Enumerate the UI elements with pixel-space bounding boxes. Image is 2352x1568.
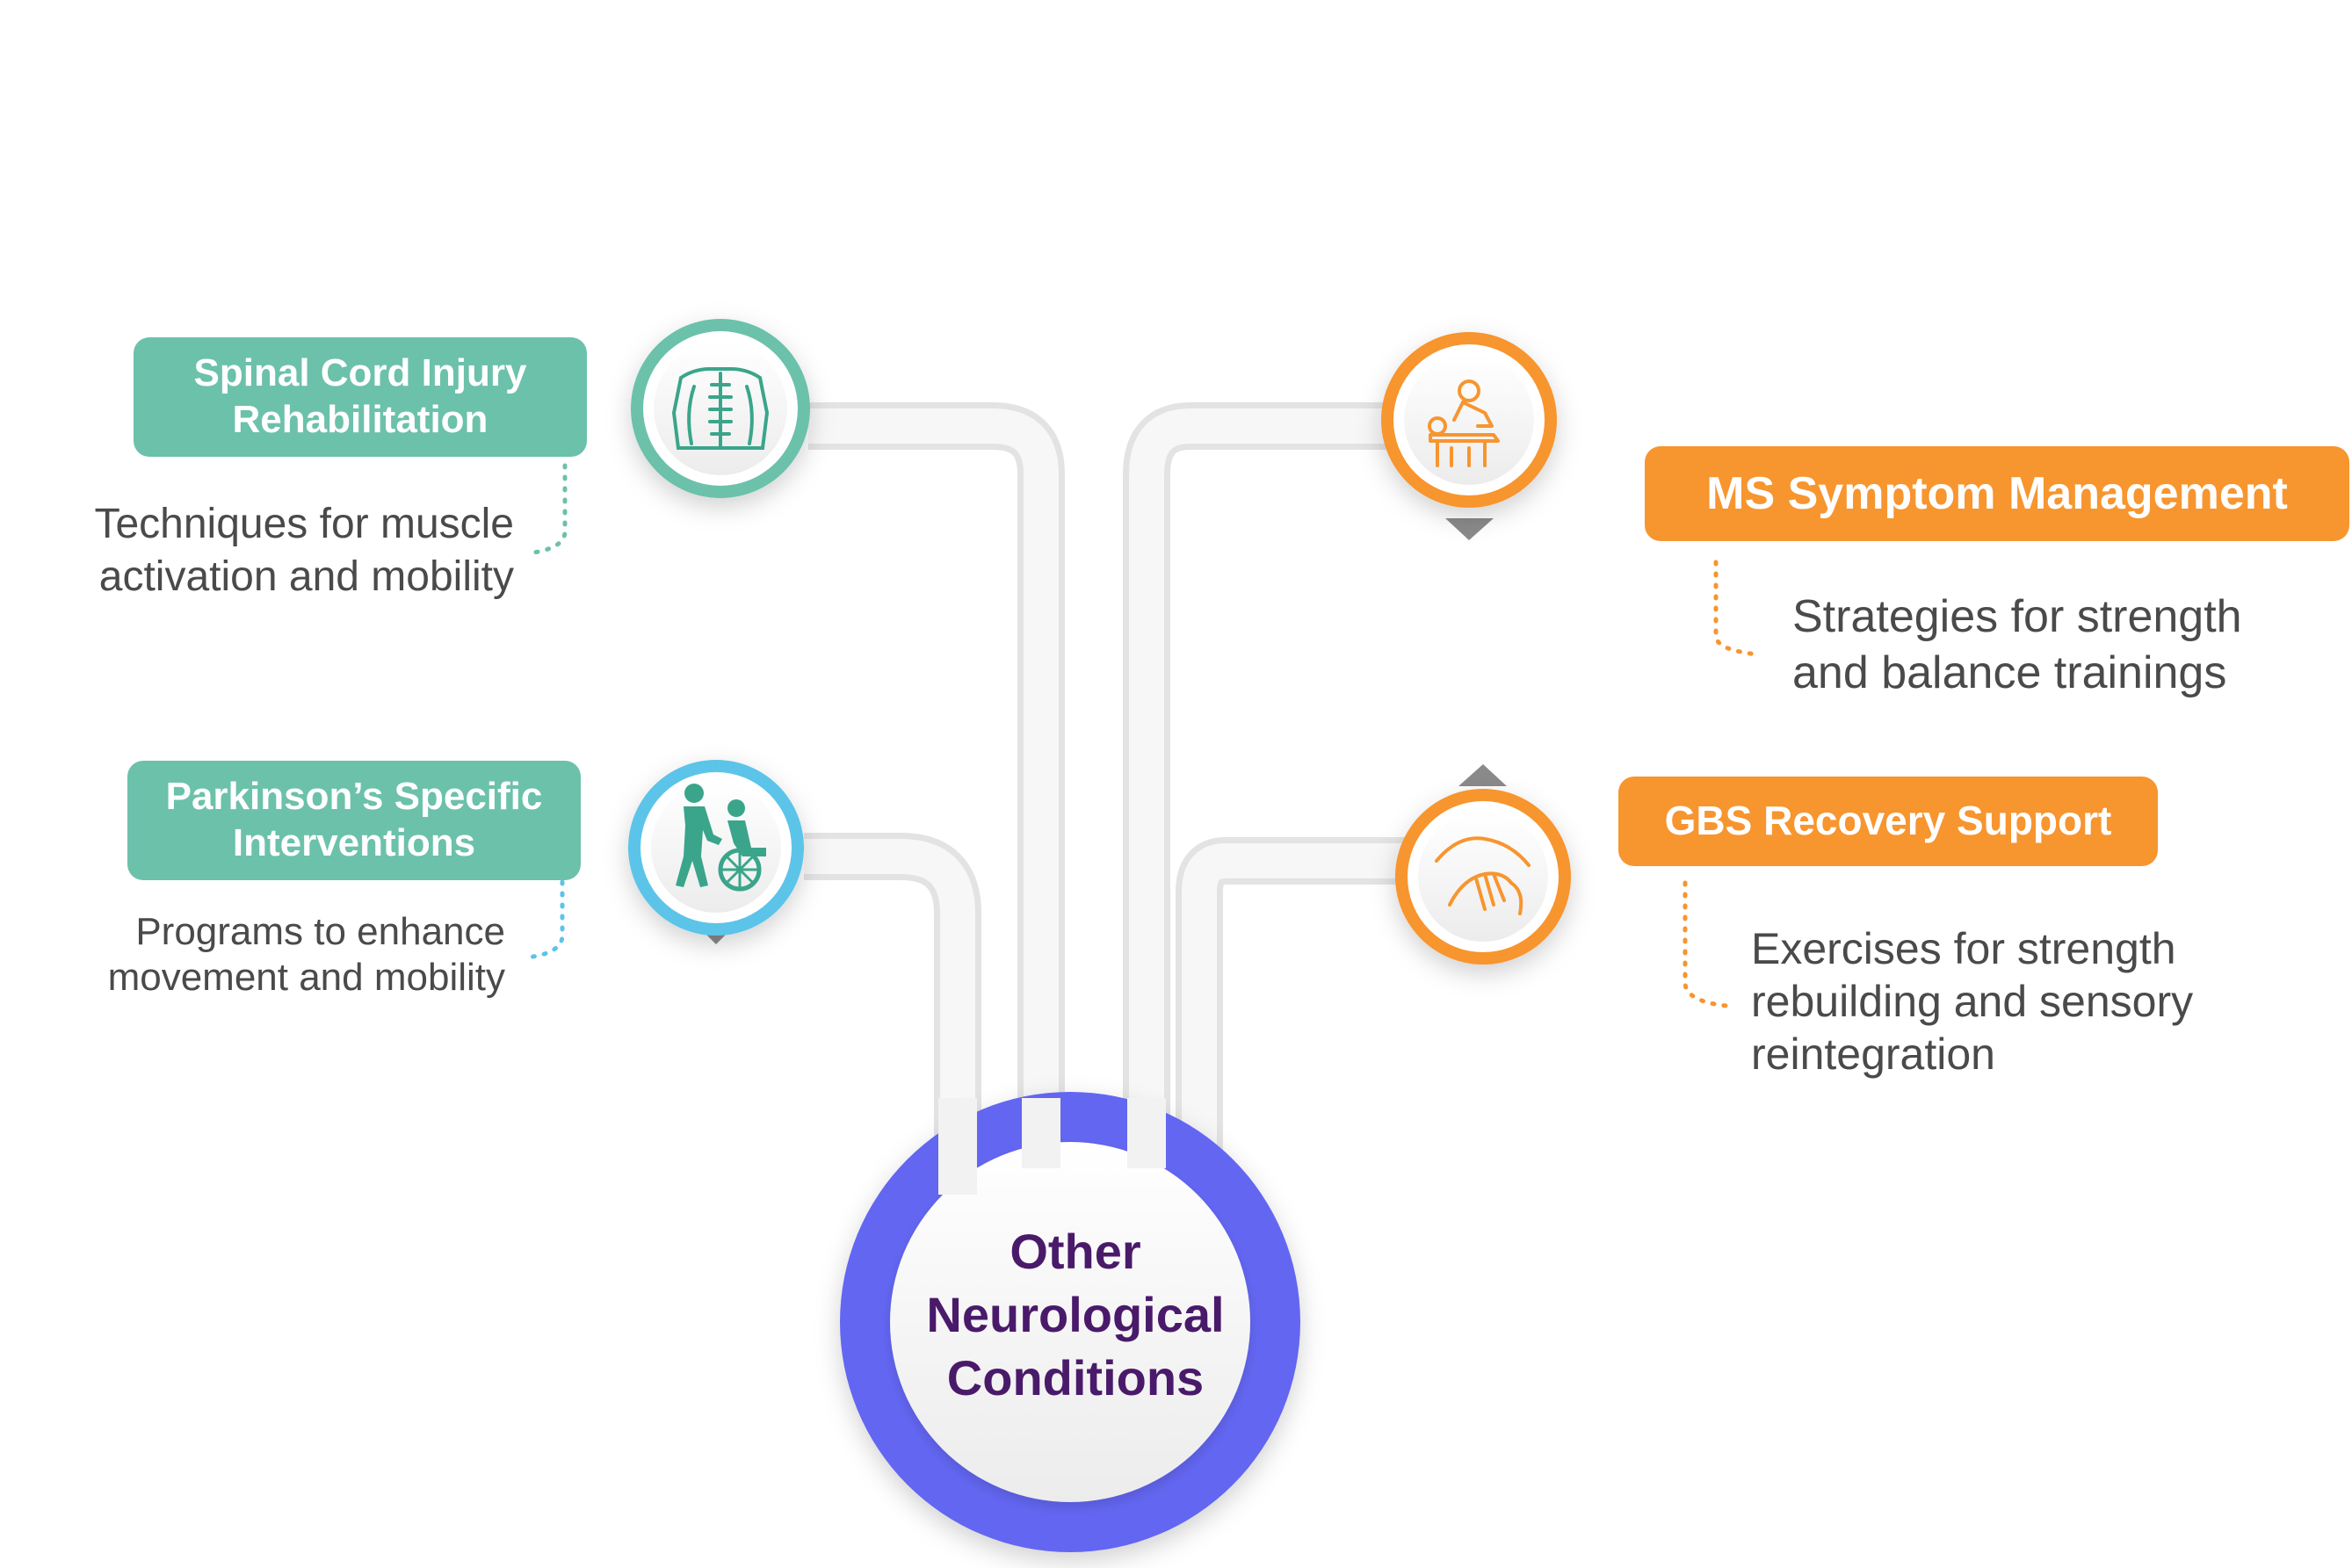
connector-gbs xyxy=(1176,837,1406,1168)
ms-description: Strategies for strength and balance trai… xyxy=(1792,589,2319,701)
spinal-desc-line2: activation and mobility xyxy=(98,553,514,600)
gbs-desc-line2: rebuilding and sensory xyxy=(1751,977,2194,1026)
parkinsons-title-line2: Interventions xyxy=(232,821,476,864)
hand-massage-icon xyxy=(1435,836,1531,915)
parkinsons-leader xyxy=(525,845,565,960)
ms-desc-line1: Strategies for strength xyxy=(1792,591,2242,642)
spinal-desc-line1: Techniques for muscle xyxy=(94,501,514,547)
center-circle xyxy=(840,1092,1300,1552)
spinal-description: Techniques for muscle activation and mob… xyxy=(53,498,514,603)
parkinsons-title-box: Parkinson’s Specific Interventions xyxy=(127,761,581,880)
gbs-title-box: GBS Recovery Support xyxy=(1618,777,2158,866)
spinal-title-line1: Spinal Cord Injury xyxy=(193,351,527,395)
gbs-leader xyxy=(1683,880,1729,1008)
wheelchair-assist-icon xyxy=(676,784,766,892)
center-title-line3: Conditions xyxy=(946,1350,1205,1405)
gbs-desc-line1: Exercises for strength xyxy=(1751,924,2176,973)
connector-ms xyxy=(1123,402,1388,1168)
ms-title-box: MS Symptom Management xyxy=(1645,446,2349,541)
parkinsons-description: Programs to enhance movement and mobilit… xyxy=(53,909,505,1001)
center-title: Other Neurological Conditions xyxy=(884,1220,1267,1410)
center-title-line2: Neurological xyxy=(926,1287,1225,1342)
ms-leader xyxy=(1713,560,1760,657)
gbs-desc-line3: reintegration xyxy=(1751,1030,1995,1079)
connector-spinal xyxy=(808,402,1065,1168)
parkinsons-title-line1: Parkinson’s Specific xyxy=(165,775,543,819)
spinal-title-line2: Rehabilitation xyxy=(232,398,488,441)
spinal-leader xyxy=(525,463,568,556)
spinal-title-box: Spinal Cord Injury Rehabilitation xyxy=(134,337,587,457)
spine-icon xyxy=(671,367,770,450)
connector-parkinsons xyxy=(804,833,981,1195)
ms-desc-line2: and balance trainings xyxy=(1792,647,2227,698)
center-title-line1: Other xyxy=(1010,1224,1141,1279)
ms-title: MS Symptom Management xyxy=(1706,467,2288,519)
massage-therapy-icon xyxy=(1428,379,1500,467)
parkinsons-desc-line2: movement and mobility xyxy=(107,956,505,999)
gbs-title: GBS Recovery Support xyxy=(1664,798,2112,844)
parkinsons-desc-line1: Programs to enhance xyxy=(135,910,505,953)
gbs-description: Exercises for strength rebuilding and se… xyxy=(1751,922,2296,1080)
